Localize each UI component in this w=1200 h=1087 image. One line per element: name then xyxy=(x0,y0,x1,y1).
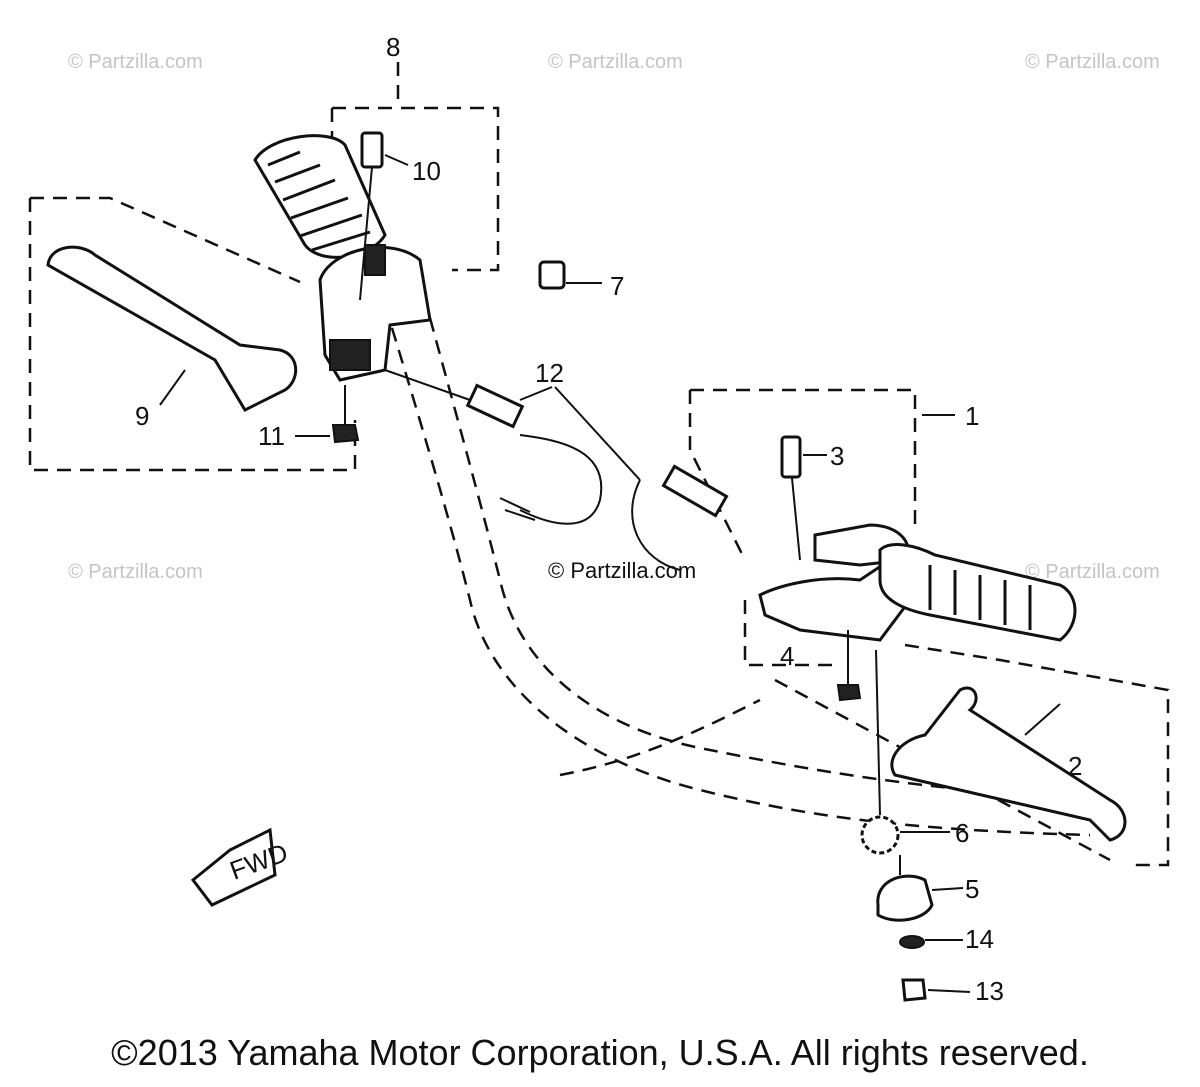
nut-part-4 xyxy=(836,630,862,702)
callout-11: 11 xyxy=(258,421,285,451)
watermark-top-center: © Partzilla.com xyxy=(548,51,683,73)
nut-part-13 xyxy=(901,978,971,1002)
handlebar-tube xyxy=(390,317,1101,837)
callout-10: 10 xyxy=(412,156,441,186)
left-lever-bracket xyxy=(318,244,432,382)
gear-part-6 xyxy=(860,649,950,855)
callout-8: 8 xyxy=(386,32,400,62)
callout-9: 9 xyxy=(135,401,149,431)
cap-part-7 xyxy=(538,260,602,290)
switch-part-12 xyxy=(384,369,729,571)
callout-3: 3 xyxy=(830,441,844,471)
switch-part-5 xyxy=(876,855,964,922)
left-lever-part-9 xyxy=(46,245,298,412)
callout-5: 5 xyxy=(965,874,979,904)
callout-6: 6 xyxy=(955,818,969,848)
washer-part-14 xyxy=(899,935,963,949)
watermark-mid-left: © Partzilla.com xyxy=(68,561,203,583)
callout-4: 4 xyxy=(780,641,794,671)
callout-12: 12 xyxy=(535,358,564,388)
right-grip xyxy=(878,543,1077,642)
watermark-center: © Partzilla.com xyxy=(548,558,696,583)
callout-7: 7 xyxy=(610,271,624,301)
copyright-notice: ©2013 Yamaha Motor Corporation, U.S.A. A… xyxy=(111,1032,1089,1073)
fwd-direction-badge: FWD xyxy=(190,827,292,907)
screw-part-3 xyxy=(780,435,827,561)
bolt-part-10 xyxy=(359,131,409,301)
watermark-mid-right: © Partzilla.com xyxy=(1025,561,1160,583)
callout-13: 13 xyxy=(975,976,1004,1006)
watermark-top-right: © Partzilla.com xyxy=(1025,51,1160,73)
left-grip xyxy=(253,134,387,259)
nut-part-11 xyxy=(295,385,360,444)
callout-2: 2 xyxy=(1068,751,1082,781)
callout-14: 14 xyxy=(965,924,994,954)
callout-1: 1 xyxy=(965,401,979,431)
watermark-top-left: © Partzilla.com xyxy=(68,51,203,73)
group-bracket-1 xyxy=(688,388,917,667)
group-bracket-9 xyxy=(28,196,357,472)
right-lever-part-2 xyxy=(890,686,1127,842)
